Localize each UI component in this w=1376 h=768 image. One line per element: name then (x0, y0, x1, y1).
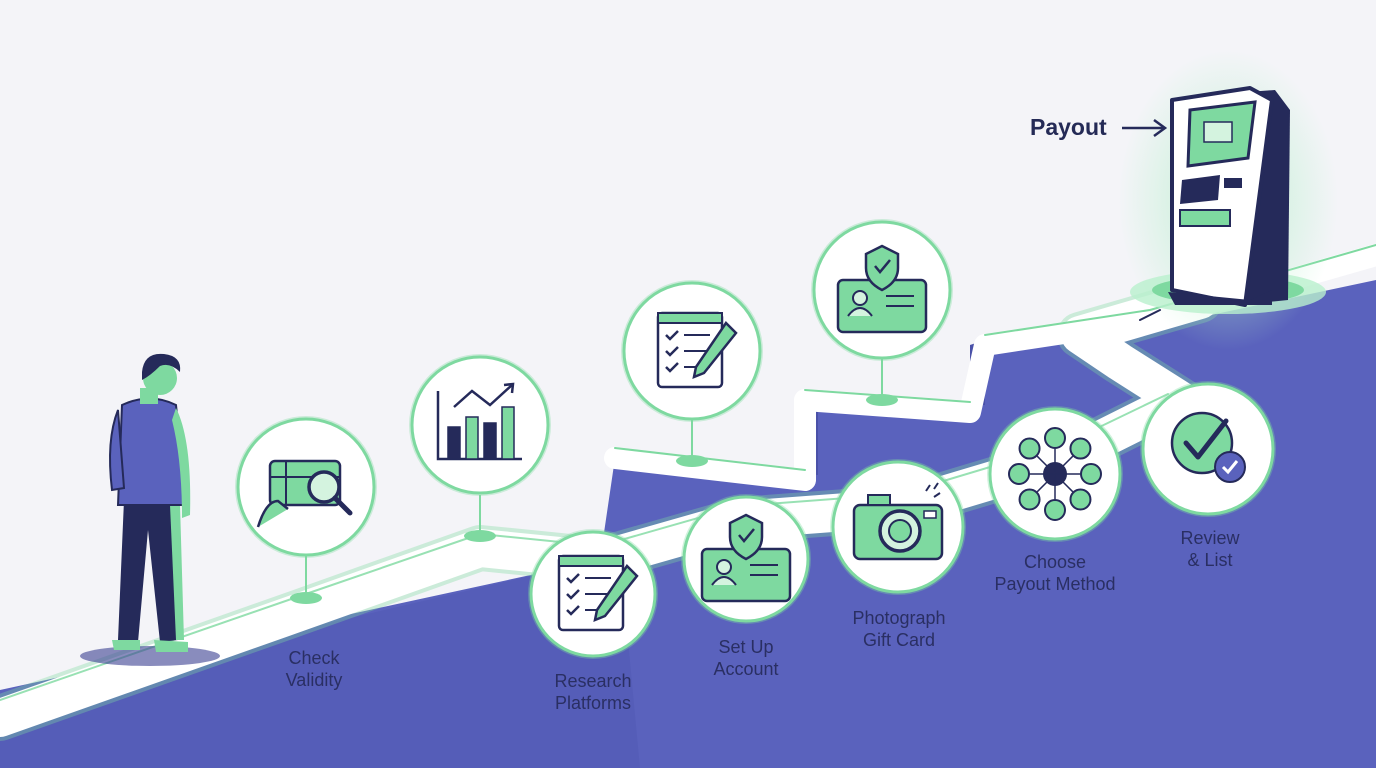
step-marker (235, 416, 377, 558)
payout-label: Payout (1030, 114, 1107, 140)
id-card-shield-icon (700, 513, 792, 603)
step-label-choose-payout-method: Choose Payout Method (994, 552, 1116, 594)
kiosk-icon (1118, 50, 1338, 350)
checklist-pen-icon (656, 311, 738, 389)
step-label-photograph-gift-card: Photograph Gift Card (852, 608, 946, 650)
step-marker (409, 354, 551, 496)
id-card-shield-icon (836, 244, 928, 334)
step-label-check-validity: Check Validity (285, 648, 343, 690)
gift-card-magnifier-icon (256, 459, 353, 528)
step-marker (681, 494, 811, 624)
step-label-review-list: Review & List (1180, 528, 1240, 570)
step-label-set-up-account: Set Up Account (713, 637, 779, 679)
step-marker (811, 219, 953, 361)
step-marker (1140, 381, 1276, 517)
bar-chart-icon (436, 382, 522, 461)
step-marker (830, 459, 966, 595)
marker-bases (290, 394, 898, 604)
step-marker (621, 280, 763, 422)
step-marker (987, 406, 1123, 542)
marker-stems (305, 358, 883, 598)
payment-network-icon (1008, 427, 1102, 521)
verified-check-icon (1170, 411, 1246, 483)
person-figure (80, 353, 220, 666)
step-label-research-platforms: Research Platforms (554, 671, 632, 713)
payout-arrow (1122, 118, 1168, 138)
camera-icon (852, 482, 944, 561)
step-marker (528, 529, 658, 659)
checklist-pen-icon (557, 554, 639, 632)
step-markers (235, 219, 1276, 659)
